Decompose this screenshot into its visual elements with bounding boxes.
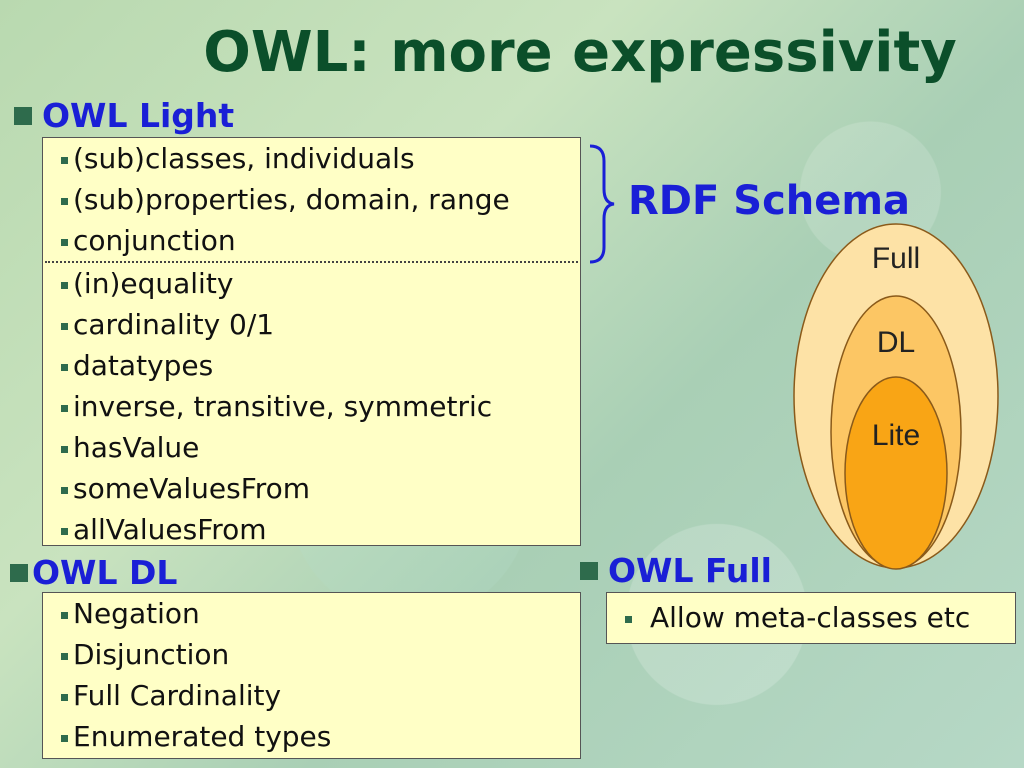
list-item: Disjunction — [43, 634, 580, 675]
rdf-schema-label: RDF Schema — [628, 178, 911, 224]
square-bullet-icon — [580, 561, 598, 580]
square-bullet-icon — [61, 611, 68, 619]
list-item: someValuesFrom — [43, 468, 580, 509]
owl-dl-box: Negation Disjunction Full Cardinality En… — [42, 592, 581, 759]
square-bullet-icon — [61, 281, 68, 289]
square-bullet-icon — [61, 238, 68, 246]
list-item: Enumerated types — [43, 716, 580, 757]
dl-label: DL — [877, 326, 915, 359]
lite-label: Lite — [872, 419, 920, 452]
square-bullet-icon — [61, 486, 68, 494]
owl-full-heading: OWL Full — [580, 551, 772, 590]
curly-brace-icon — [589, 144, 615, 264]
list-item: inverse, transitive, symmetric — [43, 386, 580, 427]
lite-ellipse — [844, 376, 948, 570]
square-bullet-icon — [61, 322, 68, 330]
list-item: (in)equality — [43, 263, 580, 304]
owl-light-box: (sub)classes, individuals (sub)propertie… — [42, 137, 581, 546]
square-bullet-icon — [61, 404, 68, 412]
square-bullet-icon — [10, 563, 28, 582]
square-bullet-icon — [14, 106, 32, 125]
square-bullet-icon — [61, 197, 68, 205]
square-bullet-icon — [61, 156, 68, 164]
dotted-divider — [45, 261, 578, 263]
owl-dl-heading: OWL DL — [10, 553, 177, 592]
owl-light-heading: OWL Light — [14, 96, 234, 135]
list-item: (sub)classes, individuals — [43, 138, 580, 179]
square-bullet-icon — [61, 652, 68, 660]
list-item: Full Cardinality — [43, 675, 580, 716]
owl-full-heading-text: OWL Full — [608, 551, 772, 590]
list-item: (sub)properties, domain, range — [43, 179, 580, 220]
square-bullet-icon — [61, 445, 68, 453]
owl-light-heading-text: OWL Light — [42, 96, 235, 135]
list-item: Allow meta-classes etc — [607, 593, 1015, 634]
slide-title: OWL: more expressivity — [203, 20, 957, 85]
square-bullet-icon — [61, 527, 68, 535]
square-bullet-icon — [61, 693, 68, 701]
square-bullet-icon — [61, 363, 68, 371]
owl-full-box: Allow meta-classes etc — [606, 592, 1016, 644]
list-item: datatypes — [43, 345, 580, 386]
list-item: conjunction — [43, 220, 580, 261]
list-item: hasValue — [43, 427, 580, 468]
list-item: cardinality 0/1 — [43, 304, 580, 345]
list-item: Negation — [43, 593, 580, 634]
square-bullet-icon — [61, 734, 68, 742]
square-bullet-icon — [625, 615, 632, 623]
full-label: Full — [872, 242, 920, 275]
owl-dl-heading-text: OWL DL — [32, 553, 178, 592]
owl-sublanguage-ellipses: Full DL Lite — [793, 223, 999, 570]
list-item: allValuesFrom — [43, 509, 580, 550]
